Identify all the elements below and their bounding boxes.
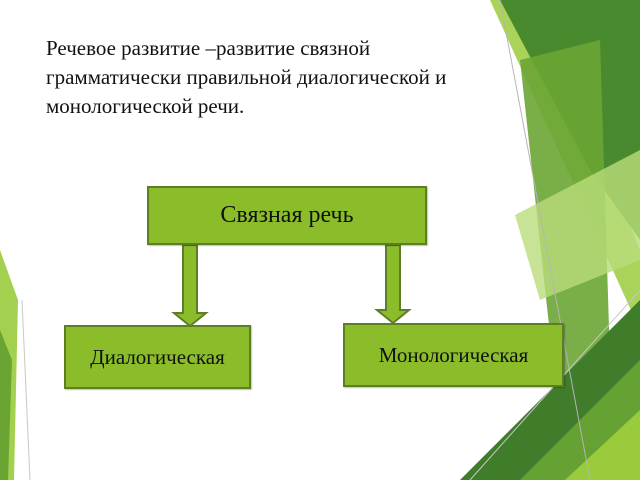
arrow-to-right-child [374, 244, 412, 325]
child-node-monologic: Монологическая [343, 323, 564, 387]
decor-thin-line [499, 0, 591, 480]
child-node-dialogic: Диалогическая [64, 325, 251, 389]
heading-line: монологической речи. [46, 94, 245, 118]
decor-bottom-light [565, 410, 640, 480]
root-node-label: Связная речь [220, 202, 354, 228]
child-node-label: Диалогическая [90, 344, 225, 369]
child-node-label: Монологическая [378, 342, 529, 367]
decor-light-band [515, 150, 640, 300]
decor-thin-line [21, 299, 31, 480]
heading-line: Речевое развитие –развитие связной [46, 36, 371, 60]
arrow-to-left-child [171, 244, 209, 328]
decor-left-strip-dark [0, 330, 12, 480]
heading-line: грамматически правильной диалогической и [46, 65, 447, 89]
root-node-connected-speech: Связная речь [147, 186, 427, 245]
slide-heading: Речевое развитие –развитие связной грамм… [46, 34, 526, 121]
